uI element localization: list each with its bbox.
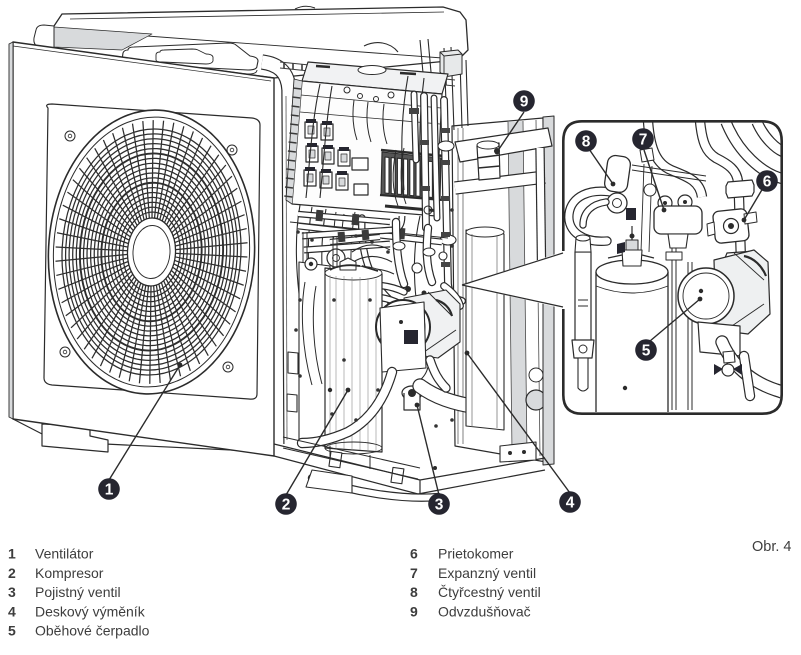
svg-text:Expanzný ventil: Expanzný ventil (438, 565, 536, 581)
svg-text:9: 9 (410, 603, 418, 619)
svg-text:Ventilátor: Ventilátor (35, 546, 94, 562)
svg-text:1: 1 (8, 546, 16, 562)
svg-text:5: 5 (642, 343, 651, 360)
svg-text:6: 6 (410, 546, 418, 562)
svg-text:Odvzdušňovač: Odvzdušňovač (438, 603, 531, 619)
svg-text:Obr. 4: Obr. 4 (752, 539, 792, 555)
svg-text:Prietokomer: Prietokomer (438, 546, 514, 562)
svg-text:8: 8 (582, 134, 591, 151)
svg-text:2: 2 (282, 497, 291, 514)
svg-text:Oběhové čerpadlo: Oběhové čerpadlo (35, 623, 150, 639)
svg-text:3: 3 (8, 584, 16, 600)
svg-text:5: 5 (8, 623, 16, 639)
svg-text:Kompresor: Kompresor (35, 565, 104, 581)
svg-text:1: 1 (105, 482, 114, 499)
svg-text:Pojistný ventil: Pojistný ventil (35, 584, 121, 600)
svg-text:7: 7 (639, 132, 648, 149)
svg-text:3: 3 (435, 497, 444, 514)
svg-text:9: 9 (520, 94, 529, 111)
svg-text:7: 7 (410, 565, 418, 581)
svg-text:Čtyřcestný ventil: Čtyřcestný ventil (438, 584, 541, 600)
svg-text:4: 4 (8, 603, 16, 619)
svg-text:8: 8 (410, 584, 418, 600)
svg-text:Deskový výměník: Deskový výměník (35, 603, 146, 619)
svg-text:4: 4 (566, 495, 575, 512)
svg-text:2: 2 (8, 565, 16, 581)
svg-text:6: 6 (763, 174, 772, 191)
